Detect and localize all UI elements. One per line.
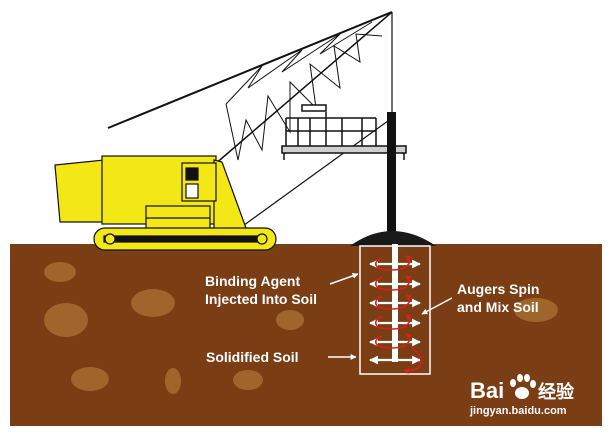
solidified-soil-label: Solidified Soil	[206, 349, 299, 365]
label-leaders	[328, 272, 453, 360]
watermark-brand-suffix: 经验	[538, 381, 575, 402]
baidu-paw-icon	[510, 374, 536, 399]
watermark-url: jingyan.baidu.com	[469, 405, 567, 417]
binding-agent-label-line1: Binding Agent	[205, 273, 300, 289]
binding-agent-label-line2: Injected Into Soil	[205, 291, 317, 307]
soil-ground	[10, 244, 602, 426]
auger-mast	[387, 112, 396, 232]
spoil-mound	[350, 231, 436, 246]
rig-platform	[281, 104, 407, 160]
mixing-arrows	[369, 259, 421, 365]
augers-label-line1: Augers Spin	[457, 281, 539, 297]
crane-boom	[107, 11, 393, 229]
spin-arrows	[374, 255, 422, 375]
soil-patches	[44, 262, 558, 394]
watermark-brand-prefix: Bai	[470, 378, 504, 403]
crane-machine	[54, 155, 277, 251]
augers-label-line2: and Mix Soil	[457, 299, 539, 315]
baidu-watermark: Bai 经验 jingyan.baidu.com	[469, 374, 575, 417]
